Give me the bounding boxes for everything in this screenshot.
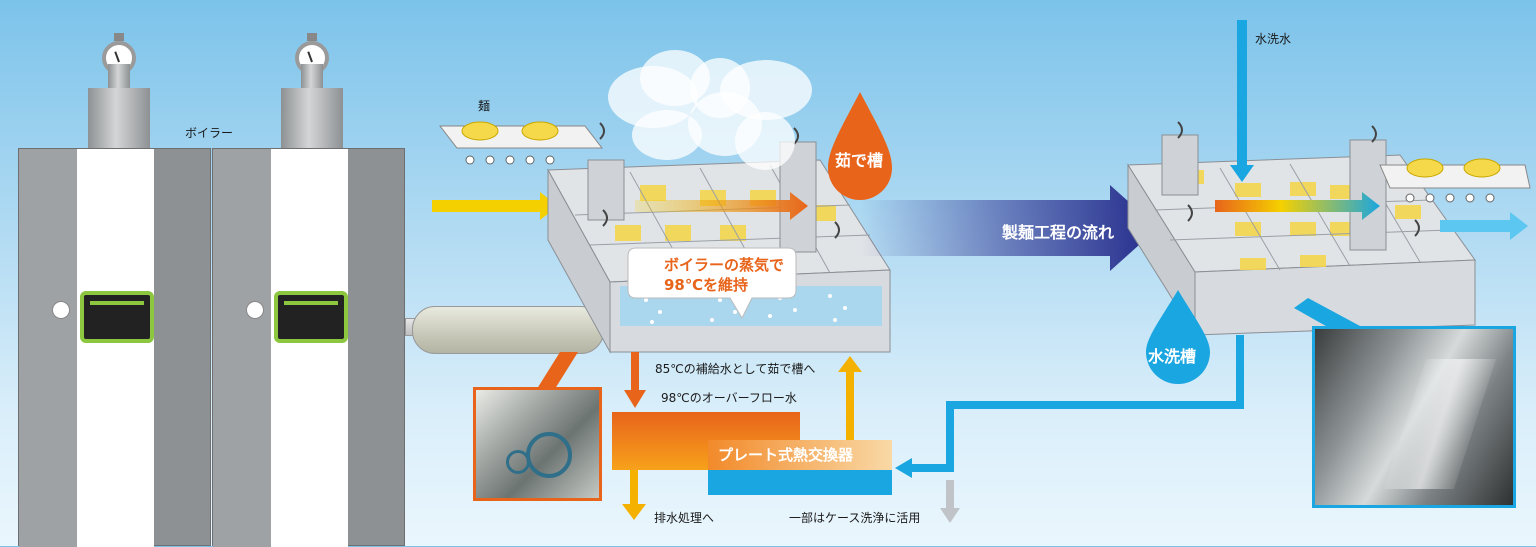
noodle-conveyor-in — [438, 121, 604, 165]
wash-tank-droplet-icon — [1146, 290, 1210, 384]
gauge-stem — [114, 33, 124, 41]
steam-note-line2: 98℃を維持 — [664, 276, 749, 294]
steam-callout — [627, 247, 797, 320]
process-flow-arrow — [860, 185, 1158, 271]
boiler-pipe — [301, 64, 323, 90]
makeup-water-label: 85℃の補給水として茹で槽へ — [655, 362, 816, 376]
hot-flow-arrow — [635, 192, 808, 220]
gauge-stem — [307, 33, 317, 41]
exit-arrow — [1440, 212, 1528, 240]
case-wash-label: 一部はケース洗浄に活用 — [789, 511, 921, 525]
boiler-body — [212, 148, 405, 547]
drain-label: 排水処理へ — [654, 511, 715, 525]
boiler-stack — [281, 88, 343, 148]
makeup-pipe — [846, 370, 854, 455]
drain-pipe — [630, 470, 638, 506]
wash-water-arrow — [1230, 20, 1254, 182]
wash-water-label: 水洗水 — [1255, 32, 1292, 46]
wash-tank-label: 水洗槽 — [1148, 347, 1197, 366]
process-flow-label: 製麺工程の流れ — [1002, 223, 1115, 242]
overflow-water-label: 98℃のオーバーフロー水 — [661, 391, 797, 405]
boiler-window — [274, 291, 348, 343]
heat-exchanger — [612, 412, 892, 495]
heat-exchanger-label: プレート式熱交換器 — [718, 446, 854, 464]
steam-header — [412, 306, 604, 354]
steam-note: ボイラーの蒸気で 98℃を維持 — [664, 255, 784, 295]
boil-tank-droplet-icon — [828, 92, 892, 200]
boiler-stack — [88, 88, 150, 148]
boil-tank-label: 茹で槽 — [835, 151, 884, 170]
wash-return-pipe — [912, 335, 1244, 472]
boiler-body — [18, 148, 211, 547]
boiler-room-photo — [473, 387, 602, 501]
photo-pointer-right — [1294, 298, 1360, 334]
boiler-pipe — [108, 64, 130, 90]
noodle-label: 麺 — [478, 99, 491, 113]
valve-wheel-icon — [526, 432, 572, 478]
noodle-conveyor-out — [1379, 158, 1531, 203]
boiler-label: ボイラー — [185, 126, 234, 140]
cooling-flow-arrow — [1215, 192, 1380, 220]
feed-arrow — [432, 192, 558, 220]
overflow-pipe — [631, 352, 639, 392]
wash-tank-photo — [1312, 326, 1516, 508]
boiler-window — [80, 291, 154, 343]
steam-note-line1: ボイラーの蒸気で — [664, 256, 785, 274]
